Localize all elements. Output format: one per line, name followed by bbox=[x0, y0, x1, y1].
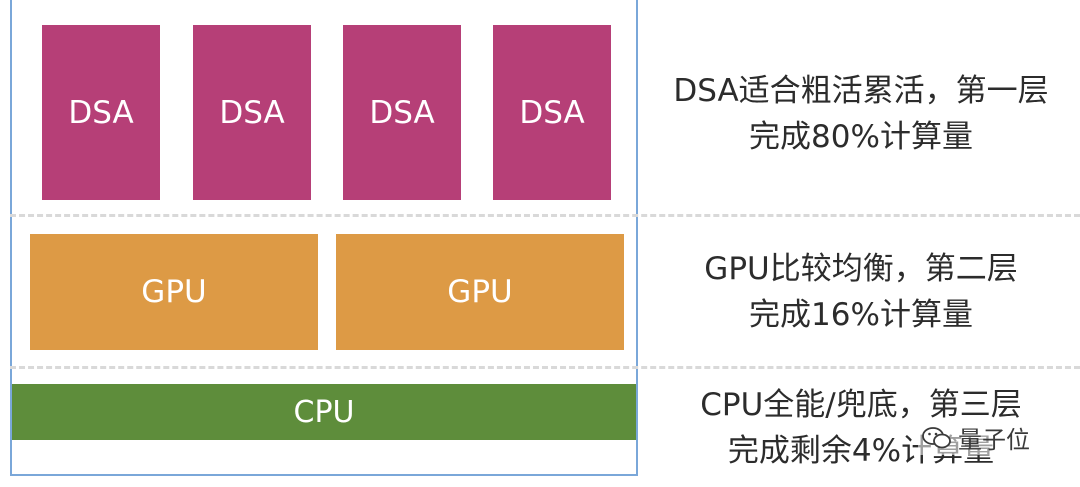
cpu-block: CPU bbox=[12, 384, 636, 440]
dsa-block-4: DSA bbox=[493, 25, 611, 200]
gpu-note-line2: 完成16%计算量 bbox=[749, 297, 973, 333]
dsa-block-2: DSA bbox=[193, 25, 311, 200]
wechat-icon bbox=[922, 426, 951, 448]
watermark: 量子位 bbox=[918, 420, 1034, 455]
architecture-frame bbox=[10, 0, 638, 476]
cpu-note-line1: CPU全能/兜底，第三层 bbox=[700, 387, 1022, 423]
gpu-note-line1: GPU比较均衡，第二层 bbox=[704, 251, 1018, 287]
dsa-note-line2: 完成80%计算量 bbox=[749, 119, 973, 155]
dsa-block-1: DSA bbox=[42, 25, 160, 200]
dsa-note: DSA适合粗活累活，第一层 完成80%计算量 bbox=[642, 68, 1080, 160]
dsa-note-line1: DSA适合粗活累活，第一层 bbox=[673, 73, 1049, 109]
gpu-note: GPU比较均衡，第二层 完成16%计算量 bbox=[642, 246, 1080, 338]
layer-divider-2 bbox=[10, 366, 1080, 369]
layer-divider-1 bbox=[10, 214, 1080, 217]
gpu-block-2: GPU bbox=[336, 234, 624, 350]
watermark-label: 量子位 bbox=[958, 426, 1030, 454]
gpu-block-1: GPU bbox=[30, 234, 318, 350]
dsa-block-3: DSA bbox=[343, 25, 461, 200]
